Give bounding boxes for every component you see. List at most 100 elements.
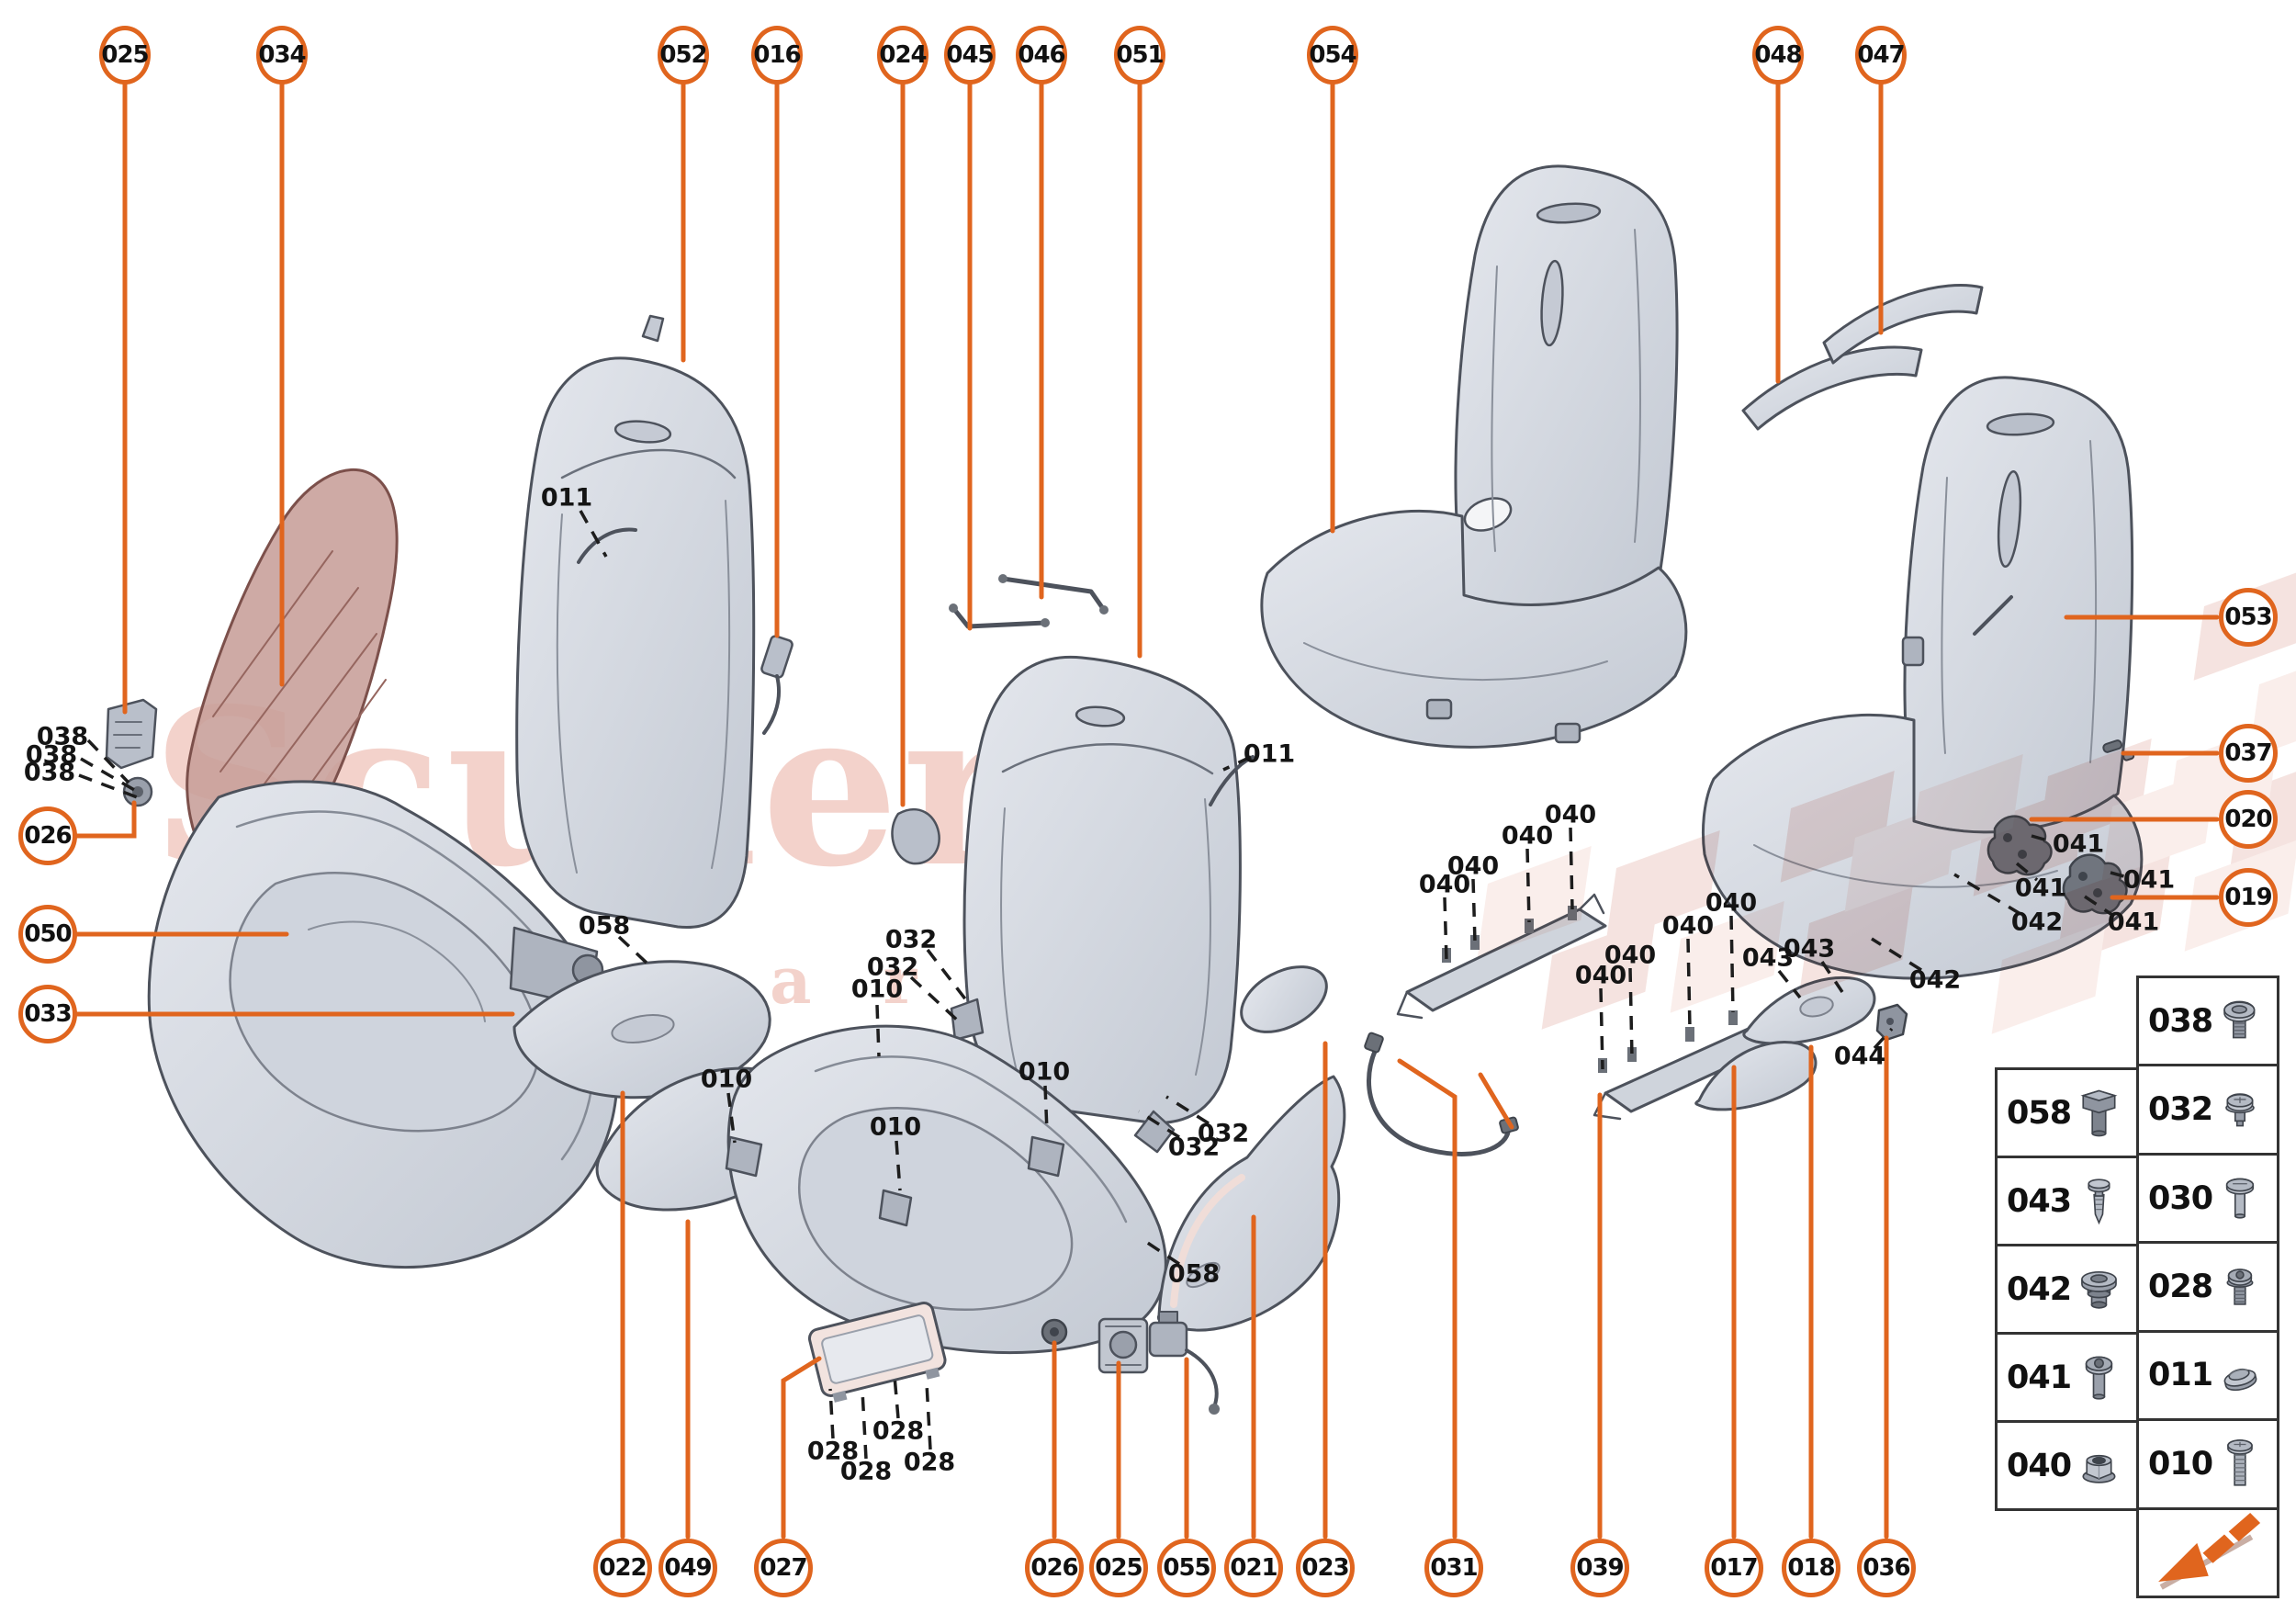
part-label-041: 041 xyxy=(2107,908,2160,937)
part-label-042: 042 xyxy=(2010,908,2064,937)
callout-031[interactable]: 031 xyxy=(1424,1539,1483,1597)
seat2-grommet xyxy=(1041,1318,1068,1346)
part-label-041: 041 xyxy=(2014,874,2067,903)
legend-part-number: 038 xyxy=(2148,1002,2213,1040)
part-label-032: 032 xyxy=(884,925,938,954)
callout-037[interactable]: 037 xyxy=(2219,724,2278,783)
seat1-backrest xyxy=(515,314,756,930)
callout-034[interactable]: 034 xyxy=(256,26,308,85)
seat1-cushion xyxy=(147,780,619,1269)
legend-part-number: 010 xyxy=(2148,1445,2213,1483)
seat2-earpad xyxy=(1240,965,1328,1033)
nut-flange-icon xyxy=(2082,1454,2116,1483)
legend-part-number: 058 xyxy=(2007,1094,2072,1132)
bushing-step-icon xyxy=(2081,1270,2117,1309)
seat2-headrest-guide-024 xyxy=(891,808,940,865)
part-label-028: 028 xyxy=(872,1416,925,1446)
strap-048 xyxy=(1741,345,1923,431)
part-label-043: 043 xyxy=(1783,934,1836,964)
part-label-028: 028 xyxy=(806,1437,860,1466)
legend-part-number: 040 xyxy=(2007,1447,2072,1484)
part-label-010: 010 xyxy=(869,1112,922,1142)
callout-023[interactable]: 023 xyxy=(1296,1539,1355,1597)
callout-026[interactable]: 026 xyxy=(1025,1539,1084,1597)
callout-022[interactable]: 022 xyxy=(593,1539,652,1597)
screw-torx-icon xyxy=(2085,1356,2113,1400)
legend-item-042[interactable]: 042 xyxy=(1998,1244,2136,1332)
screw-tap-icon xyxy=(2088,1178,2110,1224)
part-label-044: 044 xyxy=(1833,1042,1886,1071)
part-label-041: 041 xyxy=(2052,829,2105,859)
legend-item-028[interactable]: 028 xyxy=(2139,1241,2277,1330)
seat2-side-trim-right xyxy=(1156,1075,1346,1332)
callout-052[interactable]: 052 xyxy=(658,26,709,85)
screw-button-icon xyxy=(2223,1000,2256,1039)
callout-018[interactable]: 018 xyxy=(1782,1539,1840,1597)
screw-washer-icon xyxy=(2225,1093,2255,1127)
legend-item-032[interactable]: 032 xyxy=(2139,1064,2277,1153)
legend-item-011[interactable]: 011 xyxy=(2139,1329,2277,1419)
part-label-058: 058 xyxy=(578,911,631,941)
part-label-040: 040 xyxy=(1574,961,1627,990)
callout-055[interactable]: 055 xyxy=(1157,1539,1216,1597)
bolt-hex-icon xyxy=(2082,1089,2116,1136)
legend-item-040[interactable]: 040 xyxy=(1998,1420,2136,1508)
callout-019[interactable]: 019 xyxy=(2219,868,2278,927)
callout-045[interactable]: 045 xyxy=(944,26,996,85)
callout-027[interactable]: 027 xyxy=(754,1539,813,1597)
clip-036 xyxy=(1875,1003,1908,1042)
callout-017[interactable]: 017 xyxy=(1705,1539,1763,1597)
legend-item-058[interactable]: 058 xyxy=(1998,1070,2136,1156)
legend-part-number: 011 xyxy=(2148,1357,2213,1394)
callout-050[interactable]: 050 xyxy=(18,905,77,964)
callout-049[interactable]: 049 xyxy=(658,1539,717,1597)
callout-020[interactable]: 020 xyxy=(2219,790,2278,849)
legend-item-010[interactable]: 010 xyxy=(2139,1418,2277,1507)
part-label-028: 028 xyxy=(839,1457,893,1486)
callout-051[interactable]: 051 xyxy=(1114,26,1165,85)
seat1-side-trim xyxy=(512,960,771,1100)
callout-024[interactable]: 024 xyxy=(877,26,929,85)
seat2-control-module xyxy=(807,1301,947,1403)
callout-025[interactable]: 025 xyxy=(1089,1539,1148,1597)
seat2-cushion xyxy=(725,1024,1167,1355)
part-label-038: 038 xyxy=(36,722,89,751)
leader-lines xyxy=(78,510,2132,1460)
callout-046[interactable]: 046 xyxy=(1016,26,1067,85)
legend-item-038[interactable]: 038 xyxy=(2139,978,2277,1065)
part-label-038: 038 xyxy=(23,758,76,787)
part-label-040: 040 xyxy=(1418,870,1471,899)
callout-026[interactable]: 026 xyxy=(18,806,77,865)
callout-039[interactable]: 039 xyxy=(1570,1539,1629,1597)
part-label-028: 028 xyxy=(903,1448,956,1477)
adjuster-handle-017 xyxy=(1694,1041,1818,1111)
part-label-040: 040 xyxy=(1501,821,1554,851)
callout-053[interactable]: 053 xyxy=(2219,588,2278,647)
callout-054[interactable]: 054 xyxy=(1307,26,1358,85)
legend-part-number: 028 xyxy=(2148,1268,2213,1305)
part-label-040: 040 xyxy=(1604,941,1657,970)
callout-048[interactable]: 048 xyxy=(1752,26,1804,85)
callout-047[interactable]: 047 xyxy=(1855,26,1907,85)
release-cable xyxy=(1364,1032,1519,1156)
part-label-010: 010 xyxy=(700,1065,753,1094)
part-label-011: 011 xyxy=(540,483,593,513)
legend-logo-cell[interactable] xyxy=(2139,1506,2277,1596)
legend-item-043[interactable]: 043 xyxy=(1998,1156,2136,1244)
callout-021[interactable]: 021 xyxy=(1224,1539,1283,1597)
part-label-032: 032 xyxy=(1167,1133,1221,1162)
legend-part-number: 030 xyxy=(2148,1179,2213,1217)
part-label-040: 040 xyxy=(1446,851,1500,881)
part-label-040: 040 xyxy=(1661,911,1715,941)
callout-033[interactable]: 033 xyxy=(18,985,77,1043)
callout-016[interactable]: 016 xyxy=(751,26,803,85)
legend-item-030[interactable]: 030 xyxy=(2139,1152,2277,1242)
grommet-disc-icon xyxy=(2222,1365,2259,1394)
callout-025[interactable]: 025 xyxy=(99,26,151,85)
legend-part-number: 041 xyxy=(2007,1359,2072,1396)
callout-036[interactable]: 036 xyxy=(1857,1539,1916,1597)
legend-table-right: 038 032 030 028 011 010 xyxy=(2136,976,2279,1598)
legend-item-041[interactable]: 041 xyxy=(1998,1332,2136,1420)
